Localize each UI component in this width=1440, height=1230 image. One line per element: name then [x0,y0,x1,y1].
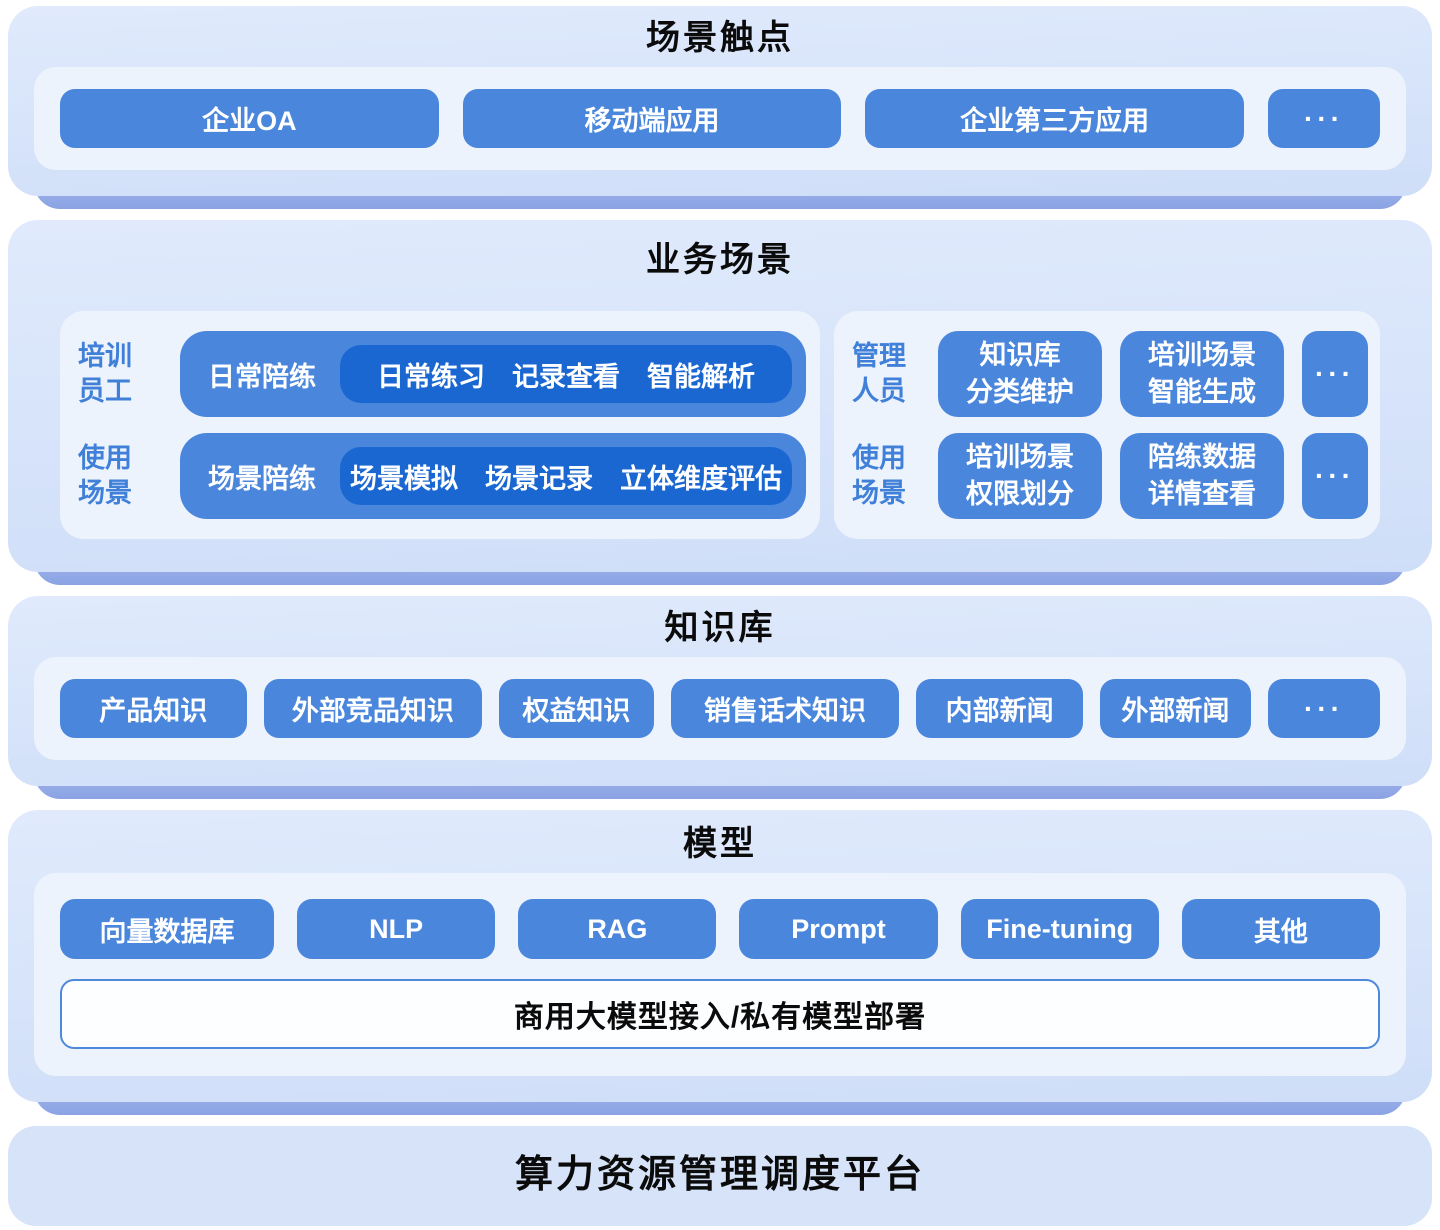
touchpoints-more-ellipsis: ··· [1268,89,1381,148]
layer-touchpoints-wrap: 场景触点 企业OA 移动端应用 企业第三方应用 ··· [8,6,1432,209]
scene-training-pill-detail: 场景模拟 场景记录 立体维度评估 [340,447,792,506]
touchpoint-enterprise-oa: 企业OA [60,89,439,148]
manager-row: 管理 人员 知识库 分类维护 培训场景 智能生成 ··· [848,331,1368,418]
manager-panel: 管理 人员 知识库 分类维护 培训场景 智能生成 ··· 使用 场景 培训场景 … [834,311,1380,540]
internal-news-chip: 内部新闻 [916,679,1083,738]
nlp-chip: NLP [297,899,496,960]
touchpoint-mobile-app: 移动端应用 [462,89,842,148]
touchpoints-title: 场景触点 [646,19,794,57]
model-access-banner: 商用大模型接入/私有模型部署 [60,979,1380,1050]
rights-knowledge-chip: 权益知识 [499,679,654,738]
prompt-chip: Prompt [739,899,938,960]
training-staff-panel: 培训 员工 日常陪练 日常练习 记录查看 智能解析 使用 场景 场景陪练 场景模… [60,311,820,540]
manager-label: 管理 人员 [852,340,906,407]
scene-training-row: 使用 场景 场景陪练 场景模拟 场景记录 立体维度评估 [74,433,806,520]
knowledge-title: 知识库 [664,609,776,647]
scene-training-pill: 场景陪练 场景模拟 场景记录 立体维度评估 [180,433,806,520]
business-title: 业务场景 [646,241,794,279]
training-staff-label: 培训 员工 [78,340,132,407]
product-knowledge-chip: 产品知识 [60,679,247,738]
fine-tuning-chip: Fine-tuning [960,899,1159,960]
daily-training-pill-detail: 日常练习 记录查看 智能解析 [340,345,792,404]
model-title: 模型 [683,825,757,863]
layer-model: 模型 向量数据库 NLP RAG Prompt Fine-tuning 其他 商… [8,810,1432,1102]
layer-model-wrap: 模型 向量数据库 NLP RAG Prompt Fine-tuning 其他 商… [8,810,1432,1115]
sales-script-knowledge-chip: 销售话术知识 [670,679,900,738]
layer-compute-wrap: 算力资源管理调度平台 [8,1126,1432,1226]
layer-knowledge-wrap: 知识库 产品知识 外部竞品知识 权益知识 销售话术知识 内部新闻 外部新闻 ··… [8,596,1432,799]
business-panels: 培训 员工 日常陪练 日常练习 记录查看 智能解析 使用 场景 场景陪练 场景模… [60,311,1380,540]
knowledge-panel: 产品知识 外部竞品知识 权益知识 销售话术知识 内部新闻 外部新闻 ··· [34,657,1406,760]
external-news-chip: 外部新闻 [1099,679,1251,738]
scene-training-pill-label: 场景陪练 [208,463,316,494]
compute-title: 算力资源管理调度平台 [514,1154,925,1197]
layer-business-wrap: 业务场景 培训 员工 日常陪练 日常练习 记录查看 智能解析 使用 场景 场景陪… [8,220,1432,585]
daily-training-pill: 日常陪练 日常练习 记录查看 智能解析 [180,331,806,418]
manager-usage-more-ellipsis: ··· [1302,433,1368,520]
daily-training-pill-label: 日常陪练 [208,361,316,392]
model-row: 向量数据库 NLP RAG Prompt Fine-tuning 其他 [60,899,1380,960]
layer-knowledge: 知识库 产品知识 外部竞品知识 权益知识 销售话术知识 内部新闻 外部新闻 ··… [8,596,1432,786]
scene-generation-chip: 培训场景 智能生成 [1120,331,1284,418]
manager-usage-row: 使用 场景 培训场景 权限划分 陪练数据 详情查看 ··· [848,433,1368,520]
layer-touchpoints: 场景触点 企业OA 移动端应用 企业第三方应用 ··· [8,6,1432,196]
kb-maintenance-chip: 知识库 分类维护 [938,331,1102,418]
other-model-chip: 其他 [1181,899,1380,960]
layer-compute: 算力资源管理调度平台 [8,1126,1432,1226]
rag-chip: RAG [518,899,717,960]
knowledge-more-ellipsis: ··· [1268,679,1380,738]
usage-scene-label: 使用 场景 [78,442,132,509]
daily-training-row: 培训 员工 日常陪练 日常练习 记录查看 智能解析 [74,331,806,418]
touchpoint-third-party-app: 企业第三方应用 [865,89,1245,148]
manager-more-ellipsis: ··· [1302,331,1368,418]
permission-division-chip: 培训场景 权限划分 [938,433,1102,520]
layer-business: 业务场景 培训 员工 日常陪练 日常练习 记录查看 智能解析 使用 场景 场景陪… [8,220,1432,572]
competitor-knowledge-chip: 外部竞品知识 [263,679,483,738]
vector-db-chip: 向量数据库 [60,899,275,960]
touchpoints-panel: 企业OA 移动端应用 企业第三方应用 ··· [34,67,1406,170]
training-data-view-chip: 陪练数据 详情查看 [1120,433,1284,520]
manager-usage-label: 使用 场景 [852,442,906,509]
model-panel: 向量数据库 NLP RAG Prompt Fine-tuning 其他 商用大模… [34,873,1406,1076]
